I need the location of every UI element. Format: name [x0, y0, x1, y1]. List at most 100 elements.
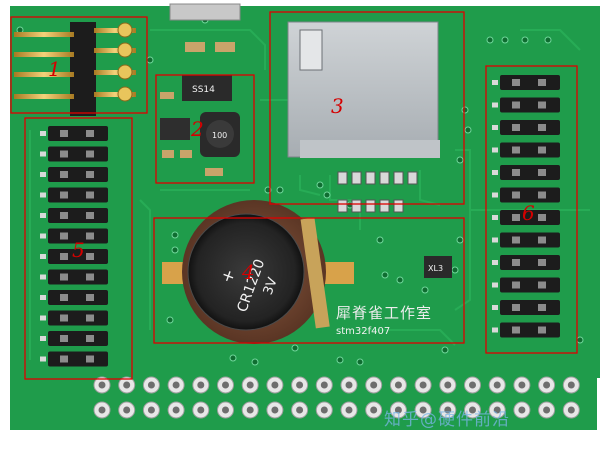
- header-pin: [60, 314, 68, 322]
- coin-cell-battery: + CR1220 3V: [162, 200, 354, 344]
- header-pin: [60, 253, 68, 260]
- gpio-hole: [370, 406, 378, 414]
- header-block: [48, 290, 108, 305]
- power-supply-circuit: SS14 100: [160, 42, 240, 176]
- battery-voltage: 3V: [261, 276, 281, 297]
- header-pin: [538, 304, 546, 311]
- silk-pad: [40, 356, 46, 362]
- gpio-hole: [320, 406, 328, 414]
- watermark-text: 知乎@硬件前沿: [384, 410, 510, 430]
- silk-pad: [492, 237, 498, 243]
- header-block: [500, 97, 560, 113]
- gpio-hole: [419, 381, 427, 389]
- gpio-hole: [246, 381, 254, 389]
- microsd-slot: [287, 21, 440, 213]
- gpio-hole: [271, 381, 279, 389]
- gpio-hole: [123, 381, 131, 389]
- bottom-gpio-pads: [93, 376, 580, 419]
- silk-pad: [40, 172, 46, 177]
- region-1-box: [10, 16, 148, 114]
- header-block: [48, 167, 108, 182]
- header-block: [500, 210, 560, 225]
- silk-pad: [492, 327, 498, 333]
- header-block: [48, 146, 108, 162]
- header-pin: [86, 355, 94, 363]
- inductor-label: 100: [212, 131, 227, 140]
- gpio-hole: [172, 381, 180, 389]
- silk-pad: [492, 282, 498, 288]
- gpio-hole: [518, 381, 526, 389]
- gpio-hole: [394, 406, 402, 414]
- header-block: [500, 232, 560, 248]
- silk-pad: [40, 192, 46, 198]
- region-3-box: [269, 11, 465, 205]
- header-pin: [538, 79, 546, 86]
- header-pin: [86, 253, 94, 260]
- header-pin: [86, 212, 94, 219]
- header-pin: [538, 236, 546, 244]
- gpio-hole: [567, 406, 575, 414]
- header-block: [500, 187, 560, 203]
- region-5-box: [24, 117, 133, 380]
- header-pin: [60, 191, 68, 199]
- usb-connector: [169, 3, 241, 21]
- header-pin: [512, 236, 520, 244]
- silkscreen-studio-name: 犀脊雀工作室: [336, 304, 432, 322]
- header-pin: [512, 124, 520, 131]
- header-block: [48, 351, 108, 367]
- gpio-hole: [469, 406, 476, 414]
- header-block: [500, 165, 560, 180]
- silk-pad: [40, 131, 46, 136]
- gpio-hole: [543, 381, 551, 389]
- header-pin: [60, 335, 68, 342]
- ic-label: XL3: [428, 264, 443, 273]
- header-pin: [86, 130, 94, 137]
- silk-pad: [492, 215, 498, 220]
- header-pin: [60, 232, 68, 240]
- gpio-hole: [518, 406, 526, 414]
- header-pin: [512, 146, 520, 154]
- header-block: [48, 228, 108, 244]
- header-block: [48, 249, 108, 264]
- right-pin-header: [492, 75, 560, 338]
- header-pin: [538, 214, 546, 221]
- header-pin: [512, 304, 520, 311]
- gpio-hole: [370, 381, 378, 389]
- header-block: [500, 277, 560, 293]
- header-pin: [512, 281, 520, 289]
- header-block: [48, 187, 108, 203]
- header-pin: [86, 294, 94, 301]
- gpio-hole: [98, 406, 106, 414]
- header-pin: [512, 101, 520, 109]
- gpio-hole: [246, 406, 254, 414]
- gpio-hole: [147, 381, 155, 389]
- header-pin: [60, 294, 68, 301]
- gpio-hole: [172, 406, 180, 414]
- silk-pad: [40, 151, 46, 157]
- silkscreen-model: stm32f407: [336, 326, 390, 337]
- annotation-boxes: [10, 11, 578, 380]
- header-pin: [512, 169, 520, 176]
- header-pin: [60, 171, 68, 178]
- regulator-ic: [424, 256, 452, 278]
- region-2-label: 2: [190, 117, 204, 141]
- region-3-label: 3: [331, 94, 344, 118]
- header-pin: [538, 124, 546, 131]
- header-block: [500, 142, 560, 158]
- gpio-hole: [222, 406, 229, 414]
- silk-pad: [40, 315, 46, 321]
- silk-pad: [492, 170, 498, 175]
- region-2-box: [155, 74, 255, 184]
- header-pin: [86, 150, 94, 158]
- silk-pad: [40, 295, 46, 300]
- header-pin: [538, 146, 546, 154]
- silk-pad: [492, 147, 498, 153]
- gpio-hole: [394, 381, 402, 389]
- header-pin: [538, 326, 546, 334]
- header-pin: [86, 191, 94, 199]
- gpio-hole: [567, 381, 575, 389]
- header-pin: [86, 232, 94, 240]
- header-pin: [60, 130, 68, 137]
- header-block: [500, 255, 560, 270]
- region-6-label: 6: [522, 201, 535, 225]
